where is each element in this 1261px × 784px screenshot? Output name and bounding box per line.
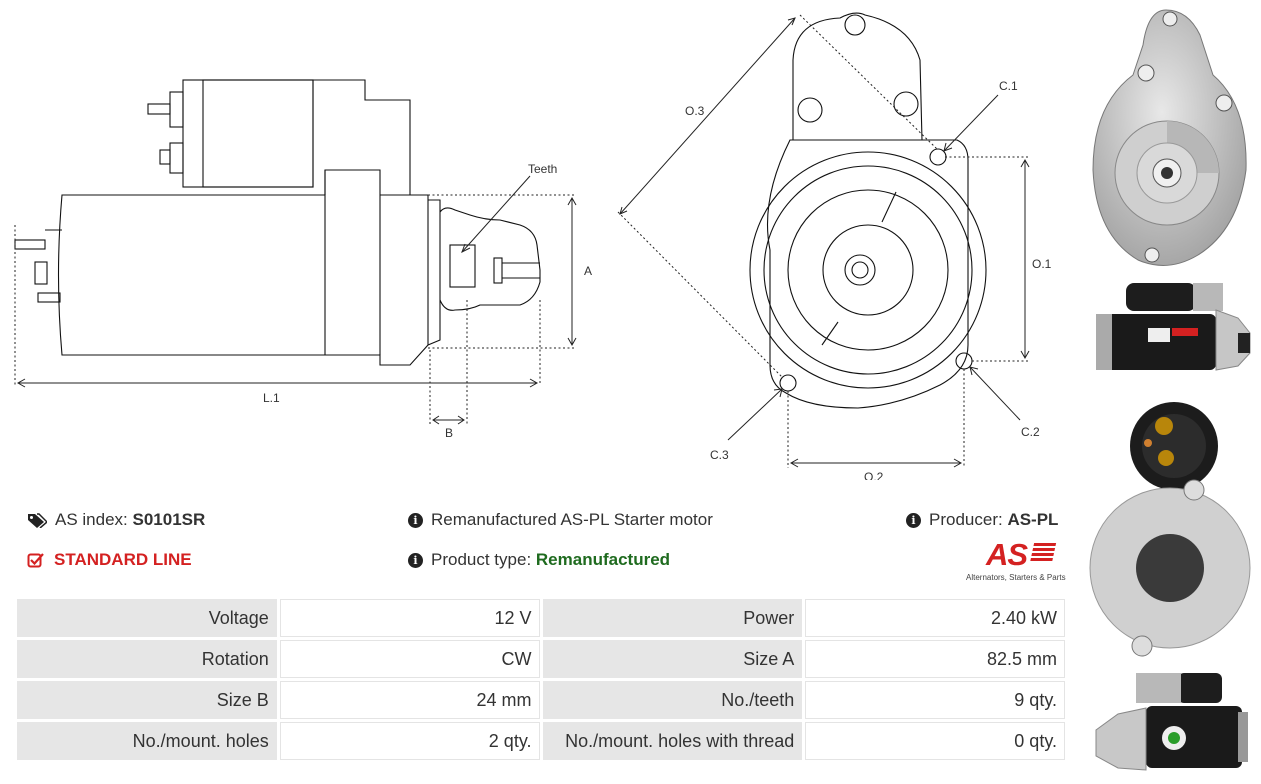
- as-index-value: S0101SR: [132, 510, 206, 529]
- label-o1: O.1: [1032, 257, 1052, 271]
- spec-label: Rotation: [17, 640, 277, 678]
- product-photo-rear[interactable]: [1088, 398, 1253, 666]
- product-type-value: Remanufactured: [535, 550, 671, 569]
- spec-label: No./mount. holes with thread: [542, 722, 803, 760]
- standard-line-badge: STANDARD LINE: [54, 550, 192, 569]
- spec-value: 2.40 kW: [805, 599, 1065, 637]
- as-index-row: AS index: S0101SR: [27, 510, 205, 530]
- info-circle-icon: i: [906, 512, 921, 528]
- product-photo-side[interactable]: [1088, 278, 1253, 378]
- info-circle-icon: i: [408, 512, 423, 528]
- label-o3: O.3: [685, 104, 705, 118]
- check-square-icon: [27, 553, 44, 568]
- spec-value: 82.5 mm: [805, 640, 1065, 678]
- spec-value: CW: [279, 640, 540, 678]
- spec-value: 2 qty.: [279, 722, 540, 760]
- product-type-label: Product type:: [431, 550, 532, 569]
- producer-value: AS-PL: [1007, 510, 1059, 529]
- label-teeth: Teeth: [528, 162, 557, 176]
- label-o2: O.2: [864, 470, 884, 480]
- label-c1: C.1: [999, 79, 1018, 93]
- spec-label: Voltage: [17, 599, 277, 637]
- producer-row: i Producer: AS-PL: [906, 510, 1058, 530]
- as-index-label: AS index:: [55, 510, 128, 529]
- spec-value: 12 V: [279, 599, 540, 637]
- description-row: i Remanufactured AS-PL Starter motor: [408, 510, 713, 530]
- product-description: Remanufactured AS-PL Starter motor: [431, 510, 713, 529]
- label-c2: C.2: [1021, 425, 1040, 439]
- as-logo-stripes: [1029, 543, 1057, 563]
- spec-value: 24 mm: [279, 681, 540, 719]
- label-c3: C.3: [710, 448, 729, 462]
- product-photo-side-2[interactable]: [1088, 668, 1253, 780]
- spec-label: Size B: [17, 681, 277, 719]
- front-view-drawing: O.3 O.1 O.2 C.1 C.2 C.3: [617, 12, 1052, 480]
- as-logo: AS Alternators, Starters & Parts: [964, 537, 1069, 585]
- spec-label: Size A: [542, 640, 803, 678]
- standard-line-row: STANDARD LINE: [27, 550, 192, 570]
- spec-value: 0 qty.: [805, 722, 1065, 760]
- as-logo-mark: AS: [986, 537, 1028, 572]
- spec-label: No./teeth: [542, 681, 803, 719]
- producer-label: Producer:: [929, 510, 1003, 529]
- label-b: B: [445, 426, 453, 440]
- as-logo-tagline: Alternators, Starters & Parts: [966, 573, 1066, 582]
- product-type-row: i Product type: Remanufactured: [408, 550, 670, 570]
- info-circle-icon: i: [408, 552, 423, 568]
- product-photo-front[interactable]: [1088, 5, 1253, 277]
- label-a: A: [584, 264, 592, 278]
- side-view-drawing: Teeth A B L.1: [14, 79, 592, 440]
- spec-label: No./mount. holes: [17, 722, 277, 760]
- spec-label: Power: [542, 599, 803, 637]
- spec-value: 9 qty.: [805, 681, 1065, 719]
- label-l1: L.1: [263, 391, 280, 405]
- tags-icon: [28, 513, 47, 528]
